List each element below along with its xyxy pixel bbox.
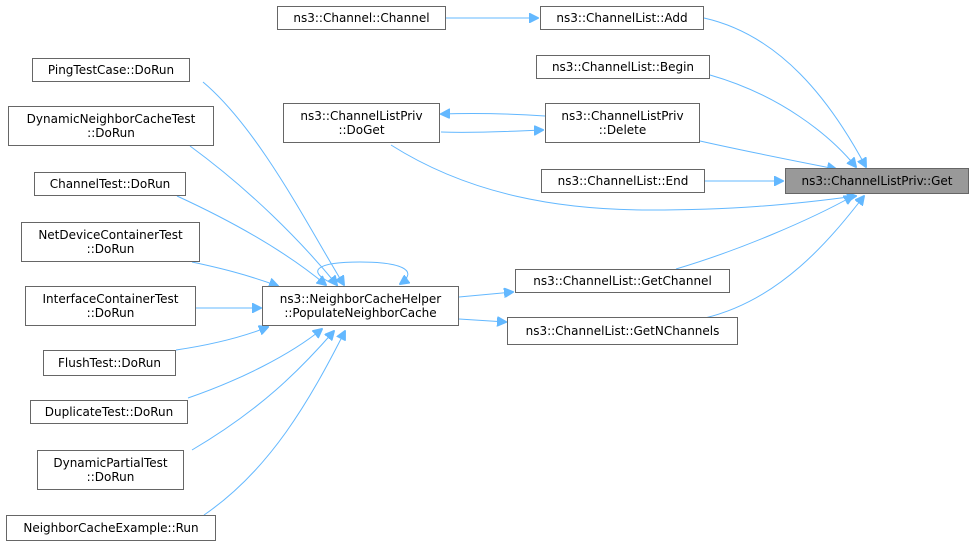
node-label-line: ChannelTest::DoRun <box>49 177 171 191</box>
node-label-line: InterfaceContainerTest <box>42 292 179 306</box>
node-interfacecontainertest-dorun[interactable]: InterfaceContainerTest::DoRun <box>25 286 196 326</box>
node-label-line: FlushTest::DoRun <box>57 356 161 370</box>
node-label-line: DynamicNeighborCacheTest <box>26 112 196 126</box>
node-channellistpriv-get: ns3::ChannelListPriv::Get <box>785 168 969 194</box>
node-label-line: ns3::ChannelListPriv <box>300 109 423 123</box>
node-flushtest-dorun[interactable]: FlushTest::DoRun <box>43 350 176 376</box>
node-channellist-getchannel[interactable]: ns3::ChannelList::GetChannel <box>515 269 730 293</box>
edge-populate-self <box>317 261 408 287</box>
node-pingtestcase-dorun[interactable]: PingTestCase::DoRun <box>32 58 190 82</box>
edge-netdev-to-populate <box>191 261 278 286</box>
edge-doget-to-get <box>390 144 856 211</box>
edge-example-to-populate <box>203 331 345 516</box>
node-neighborcacheexample-run[interactable]: NeighborCacheExample::Run <box>6 515 216 541</box>
node-label-line: ::DoRun <box>86 242 135 256</box>
edge-dynpart-to-populate <box>191 331 334 451</box>
node-label-line: ::Delete <box>598 123 647 137</box>
edge-flush-to-populate <box>175 327 268 351</box>
edge-populate-to-getn <box>458 319 506 322</box>
node-dynamicpartialtest-dorun[interactable]: DynamicPartialTest::DoRun <box>37 450 184 490</box>
node-channellist-getnchannels[interactable]: ns3::ChannelList::GetNChannels <box>507 317 738 345</box>
edge-delete-to-doget <box>441 113 546 116</box>
node-channel-channel[interactable]: ns3::Channel::Channel <box>277 6 446 30</box>
node-label-line: ::PopulateNeighborCache <box>284 306 437 320</box>
node-label-line: ns3::ChannelList::End <box>557 174 689 188</box>
edge-doget-to-delete <box>440 130 543 132</box>
node-label-line: ns3::ChannelList::Begin <box>551 60 695 74</box>
node-label-line: ns3::Channel::Channel <box>293 11 430 25</box>
node-label-line: ns3::ChannelList::Add <box>556 11 688 25</box>
node-label-line: ::DoRun <box>87 126 135 140</box>
edge-dup-to-populate <box>187 329 322 399</box>
edge-chantest-to-populate <box>176 195 326 285</box>
edge-getn-to-get <box>704 196 864 319</box>
edge-populate-to-getchannel <box>458 292 513 297</box>
node-label-line: ns3::ChannelList::GetNChannels <box>525 324 720 338</box>
node-duplicatetest-dorun[interactable]: DuplicateTest::DoRun <box>30 400 188 424</box>
node-label-line: PingTestCase::DoRun <box>47 63 175 77</box>
node-label-line: ::DoRun <box>86 470 135 484</box>
node-label-line: ns3::ChannelListPriv <box>561 109 684 123</box>
node-channellist-begin[interactable]: ns3::ChannelList::Begin <box>536 55 710 79</box>
node-neighborcachehelper-populate[interactable]: ns3::NeighborCacheHelper::PopulateNeighb… <box>262 286 459 326</box>
node-label-line: NetDeviceContainerTest <box>38 228 183 242</box>
edge-delete-to-get <box>699 140 836 169</box>
node-label-line: DuplicateTest::DoRun <box>44 405 174 419</box>
node-label-line: NeighborCacheExample::Run <box>23 521 199 535</box>
node-label-line: ns3::ChannelList::GetChannel <box>533 274 712 288</box>
node-label-line: ::DoGet <box>338 123 385 137</box>
edge-ping-to-populate <box>202 81 344 285</box>
node-channellistpriv-delete[interactable]: ns3::ChannelListPriv::Delete <box>545 103 700 143</box>
edge-add-to-get <box>703 17 866 167</box>
edge-dyncache-to-populate <box>189 145 337 285</box>
node-channeltest-dorun[interactable]: ChannelTest::DoRun <box>34 172 186 196</box>
node-dynamicneighborcachetest-dorun[interactable]: DynamicNeighborCacheTest::DoRun <box>8 106 214 146</box>
node-label-line: ns3::ChannelListPriv::Get <box>801 174 953 188</box>
node-label-line: DynamicPartialTest <box>53 456 168 470</box>
edge-getchannel-to-get <box>675 196 853 270</box>
node-channellistpriv-doget[interactable]: ns3::ChannelListPriv::DoGet <box>283 103 440 143</box>
edge-begin-to-get <box>709 74 856 167</box>
node-channellist-add[interactable]: ns3::ChannelList::Add <box>540 6 704 30</box>
node-channellist-end[interactable]: ns3::ChannelList::End <box>541 169 705 193</box>
node-label-line: ns3::NeighborCacheHelper <box>279 292 442 306</box>
node-label-line: ::DoRun <box>86 306 135 320</box>
node-netdevicecontainertest-dorun[interactable]: NetDeviceContainerTest::DoRun <box>21 222 200 262</box>
